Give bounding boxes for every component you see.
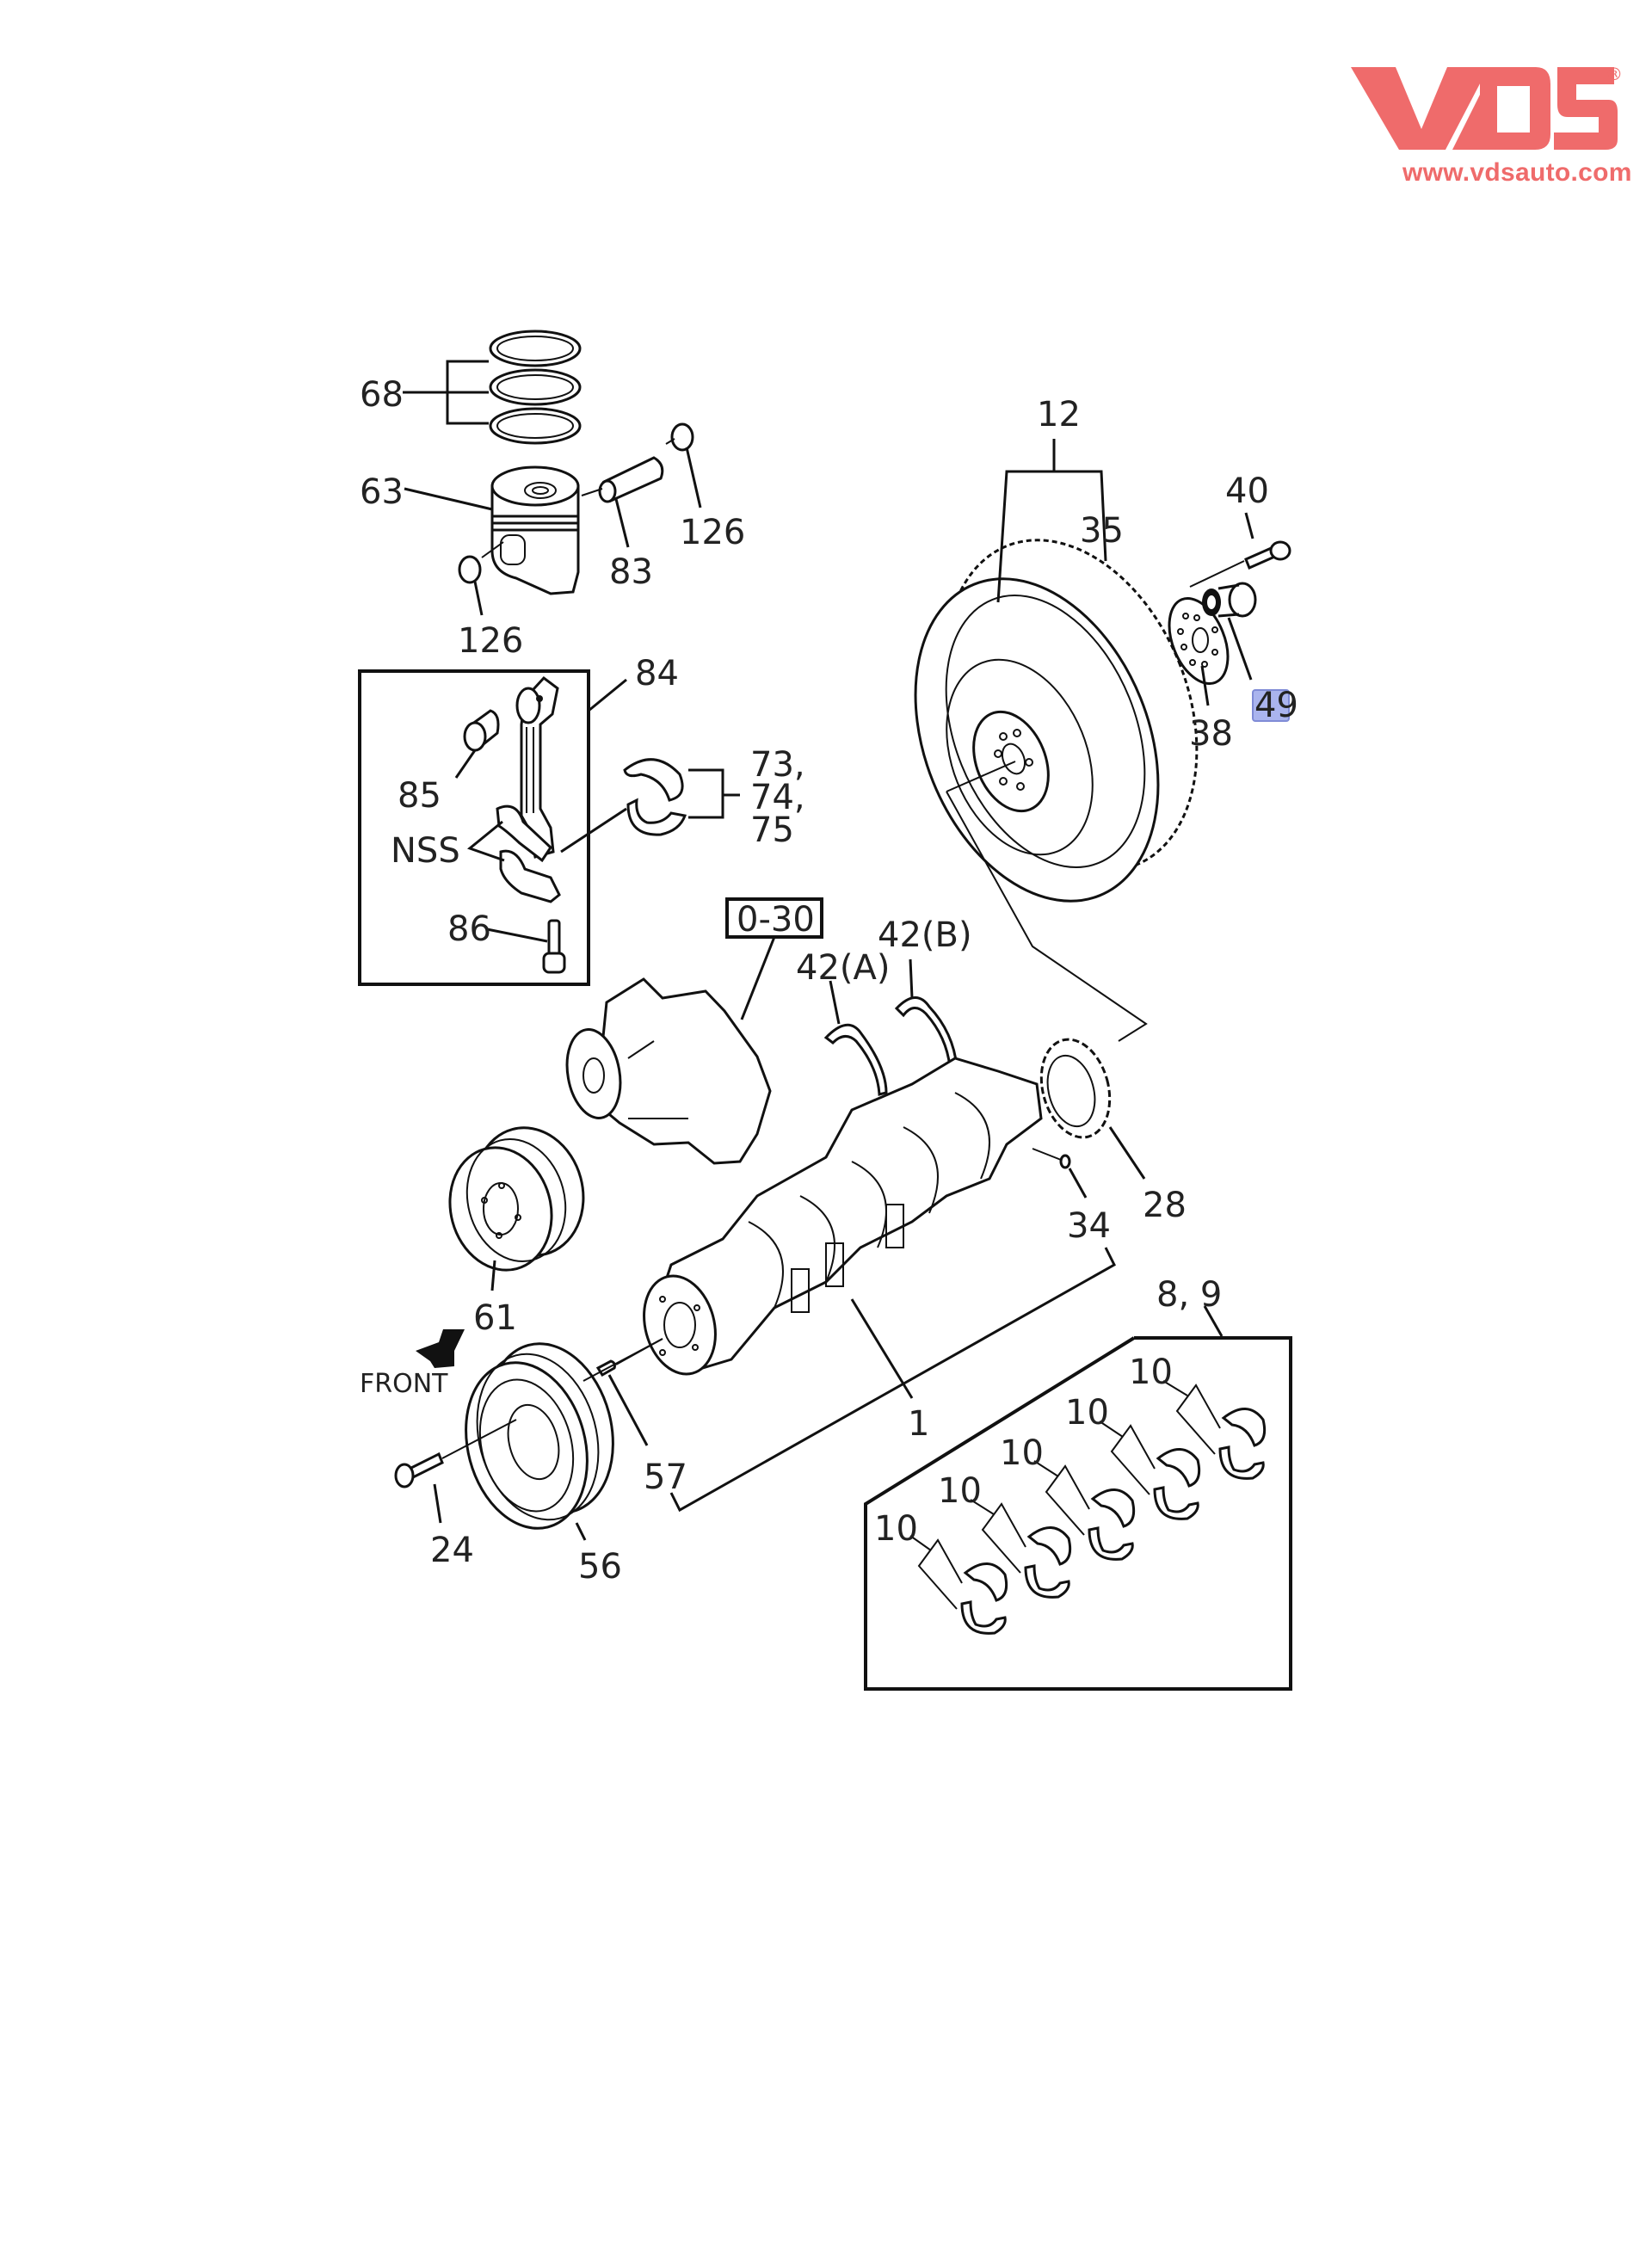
rod-caps[interactable] (496, 804, 561, 903)
callout-10-3[interactable]: 10 (1000, 1433, 1044, 1473)
reference-box-label[interactable]: 0-30 (737, 900, 815, 940)
callout-40[interactable]: 40 (1225, 471, 1269, 511)
callout-10-4[interactable]: 10 (938, 1471, 982, 1511)
callout-61[interactable]: 61 (473, 1298, 517, 1338)
callout-57[interactable]: 57 (644, 1458, 687, 1497)
piston[interactable] (490, 465, 580, 595)
callout-42b[interactable]: 42(B) (878, 915, 972, 955)
callout-8-9[interactable]: 8, 9 (1156, 1275, 1222, 1315)
callout-83[interactable]: 83 (609, 552, 653, 592)
callout-68[interactable]: 68 (360, 375, 404, 415)
callout-10-2[interactable]: 10 (1065, 1393, 1109, 1433)
crankshaft-gear[interactable] (1031, 1032, 1119, 1145)
front-arrow-icon (416, 1329, 465, 1368)
callout-84[interactable]: 84 (635, 654, 679, 693)
callout-12[interactable]: 12 (1037, 395, 1081, 434)
piston-pin[interactable] (598, 456, 664, 503)
callout-75[interactable]: 75 (750, 810, 794, 850)
callout-10-1[interactable]: 10 (1129, 1353, 1173, 1392)
callout-42a[interactable]: 42(A) (796, 948, 890, 988)
connecting-rod-group-box (358, 669, 590, 986)
callout-10-5[interactable]: 10 (874, 1509, 918, 1549)
main-bearing-pair-2[interactable] (1153, 1448, 1201, 1520)
dowel-pin[interactable] (1059, 1154, 1071, 1169)
callout-1[interactable]: 1 (908, 1404, 929, 1444)
callout-28[interactable]: 28 (1143, 1186, 1187, 1225)
brand-url[interactable]: www.vdsauto.com (1402, 158, 1632, 187)
front-label: FRONT (360, 1369, 448, 1399)
rod-bearing-shells[interactable] (623, 758, 687, 836)
main-bearing-pair-5[interactable] (960, 1562, 1008, 1635)
callout-74[interactable]: 74, (750, 778, 805, 817)
main-bearing-pair-4[interactable] (1024, 1526, 1072, 1599)
crankshaft[interactable] (633, 1057, 1043, 1382)
flywheel-bolt[interactable] (1244, 540, 1291, 570)
callout-35[interactable]: 35 (1080, 511, 1124, 551)
timing-gear-case[interactable] (560, 977, 772, 1165)
callout-63[interactable]: 63 (360, 472, 404, 512)
connecting-rod[interactable] (515, 675, 559, 859)
pilot-bearing[interactable] (1202, 582, 1257, 618)
rod-bolt[interactable] (542, 919, 566, 974)
vds-logo-mark (1351, 67, 1618, 150)
vds-logo: ® www.vdsauto.com (1351, 60, 1631, 189)
callout-24[interactable]: 24 (430, 1531, 474, 1570)
flywheel[interactable] (870, 502, 1243, 938)
callout-nss[interactable]: NSS (391, 831, 460, 871)
callout-49[interactable]: 49 (1254, 686, 1298, 725)
snap-ring-right[interactable] (670, 422, 694, 452)
thrust-washer-a[interactable] (823, 1023, 888, 1096)
pulley-bolt[interactable] (394, 1451, 444, 1488)
callout-85[interactable]: 85 (398, 776, 441, 816)
crankshaft-pulley[interactable] (448, 1329, 632, 1542)
thrust-washer-b[interactable] (894, 996, 959, 1069)
snap-ring-left[interactable] (458, 555, 482, 584)
flywheel-plate[interactable] (1158, 590, 1240, 693)
main-bearing-pair-1[interactable] (1218, 1408, 1267, 1480)
callout-34[interactable]: 34 (1067, 1206, 1111, 1246)
callout-126-left[interactable]: 126 (458, 621, 523, 661)
main-bearing-pair-3[interactable] (1088, 1488, 1136, 1561)
rod-bushing[interactable] (463, 709, 500, 752)
callout-56[interactable]: 56 (578, 1547, 622, 1587)
callout-49-highlight (1252, 689, 1290, 722)
piston-rings[interactable] (489, 330, 582, 445)
registered-mark: ® (1606, 64, 1623, 84)
main-bearing-group-box (864, 1336, 1292, 1691)
callout-73[interactable]: 73, (750, 745, 805, 785)
callout-86[interactable]: 86 (447, 909, 491, 949)
fan-pulley[interactable] (436, 1116, 597, 1282)
callout-38[interactable]: 38 (1189, 714, 1233, 754)
callout-126-right[interactable]: 126 (680, 513, 745, 552)
